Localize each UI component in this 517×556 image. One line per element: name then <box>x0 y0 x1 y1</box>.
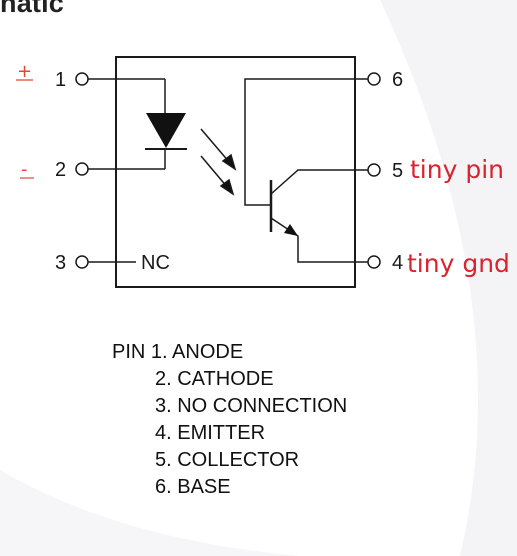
phototransistor-symbol <box>244 78 368 263</box>
legend-item: 2. CATHODE <box>155 368 274 390</box>
pin-legend: PIN 1. ANODE 2. CATHODE 3. NO CONNECTION… <box>112 339 347 501</box>
pin-6-label: 6 <box>392 69 403 91</box>
legend-item: 3. NO CONNECTION <box>155 395 348 417</box>
pin-1-lead <box>75 72 165 86</box>
ic-package-outline <box>115 56 356 288</box>
legend-title: PIN <box>112 341 146 363</box>
light-emission-arrows <box>200 128 237 196</box>
pin-4-terminal <box>367 255 381 269</box>
pin-6-terminal <box>367 72 381 86</box>
legend-item: 6. BASE <box>155 476 231 498</box>
pin-3-lead <box>75 255 136 269</box>
pin-2-lead <box>75 162 165 176</box>
pin-2-label: 2 <box>55 159 66 181</box>
nc-label: NC <box>141 252 170 274</box>
pin-4-label: 4 <box>392 252 403 274</box>
pin4-note: tiny gnd <box>407 249 510 278</box>
pin5-note: tiny pin <box>410 155 504 184</box>
plus-annotation: + <box>17 61 32 82</box>
legend-item: 5. COLLECTOR <box>155 449 300 471</box>
pin-3-label: 3 <box>55 252 66 274</box>
section-heading: natic <box>0 0 65 18</box>
led-diode-symbol <box>145 79 187 169</box>
pin-1-label: 1 <box>55 69 66 91</box>
legend-item: 1. ANODE <box>150 341 244 363</box>
minus-annotation: - <box>21 159 28 180</box>
legend-item: 4. EMITTER <box>155 422 266 444</box>
pin-5-terminal <box>367 163 381 177</box>
pin-5-label: 5 <box>392 160 403 182</box>
legend-row: PIN 1. ANODE <box>112 339 347 366</box>
